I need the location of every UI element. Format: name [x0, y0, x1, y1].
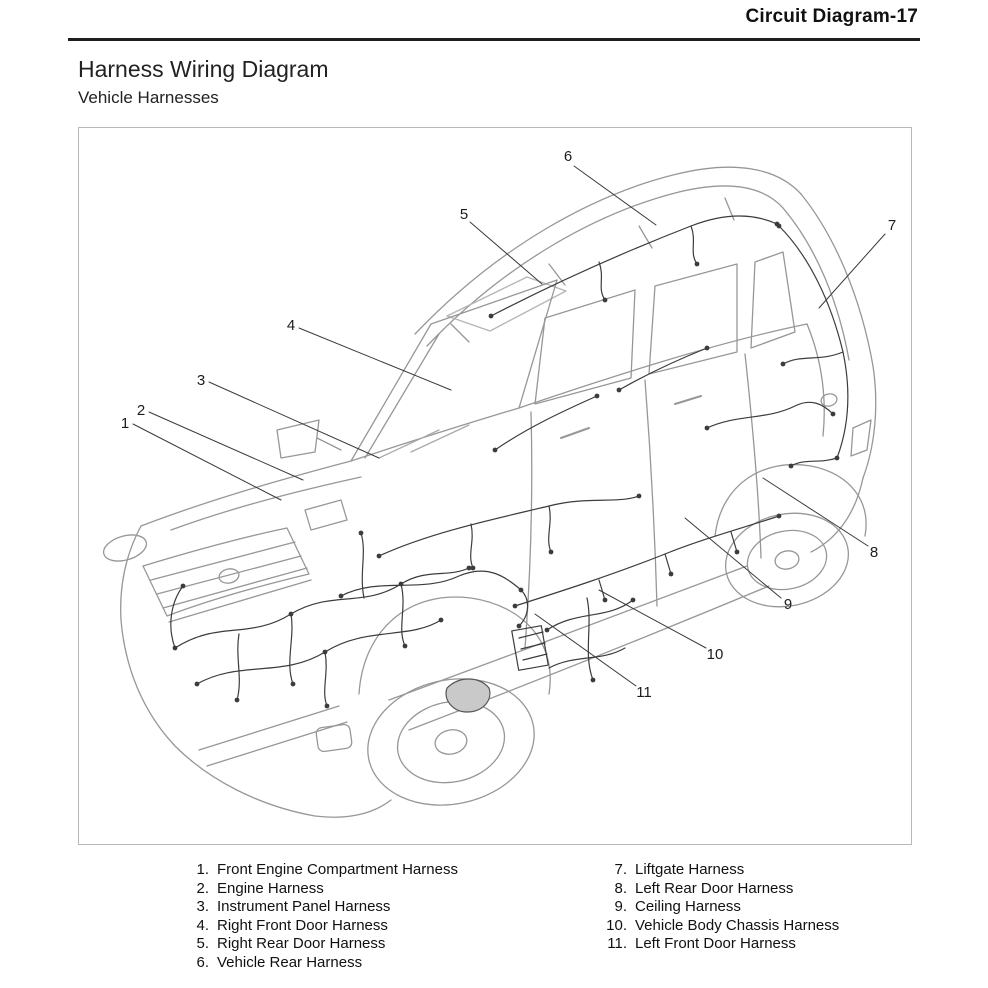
legend-item: 11. Left Front Door Harness	[601, 935, 961, 954]
legend-item-number: 9.	[614, 898, 627, 916]
legend-item-number: 3.	[196, 898, 209, 916]
callout-number-5: 5	[460, 206, 468, 223]
callout-number-1: 1	[121, 415, 129, 432]
legend-item-number: 5.	[196, 935, 209, 953]
legend-item-label: Right Rear Door Harness	[217, 935, 386, 953]
callout-number-10: 10	[707, 646, 724, 663]
legend-column-right: 7. Liftgate Harness 8. Left Rear Door Ha…	[601, 861, 961, 954]
legend-item: 2. Engine Harness	[183, 880, 583, 899]
legend-column-left: 1. Front Engine Compartment Harness 2. E…	[183, 861, 583, 973]
page-subtitle: Vehicle Harnesses	[78, 88, 219, 107]
callout-number-2: 2	[137, 402, 145, 419]
legend-item-label: Instrument Panel Harness	[217, 898, 391, 916]
legend-item-label: Front Engine Compartment Harness	[217, 861, 458, 878]
legend-item-number: 8.	[614, 879, 627, 897]
vehicle-harness-diagram: 1 2 3 4 5 6 7 8 9 10 11	[102, 148, 896, 818]
header-divider	[68, 38, 920, 41]
legend-item-label: Right Front Door Harness	[217, 916, 388, 934]
legend-item: 1. Front Engine Compartment Harness	[183, 861, 583, 880]
legend-item-label: Engine Harness	[217, 879, 324, 897]
page-header-title: Circuit Diagram-17	[745, 6, 918, 27]
legend-item-label: Left Rear Door Harness	[635, 879, 794, 897]
callout-leaders	[132, 165, 886, 687]
legend-item: 9. Ceiling Harness	[601, 898, 961, 917]
legend-item-number: 10.	[606, 916, 627, 934]
legend-item: 4. Right Front Door Harness	[183, 917, 583, 936]
legend-item: 10. Vehicle Body Chassis Harness	[601, 917, 961, 936]
callout-number-3: 3	[197, 372, 205, 389]
legend-item-number: 7.	[614, 861, 627, 878]
harness-connector-dots	[172, 221, 840, 709]
callout-number-11: 11	[636, 684, 652, 701]
legend-item-label: Vehicle Rear Harness	[217, 953, 363, 971]
legend-item: 7. Liftgate Harness	[601, 861, 961, 880]
legend-item-number: 1.	[196, 861, 209, 878]
car-outline-drawing	[102, 166, 877, 818]
callout-number-4: 4	[287, 317, 295, 334]
harness-diagram-frame: 1 2 3 4 5 6 7 8 9 10 11	[78, 127, 912, 845]
legend-item: 6. Vehicle Rear Harness	[183, 954, 583, 973]
harness-wiring-lines	[170, 215, 849, 713]
legend-item-number: 6.	[196, 953, 209, 971]
legend-item: 5. Right Rear Door Harness	[183, 935, 583, 954]
legend-item: 8. Left Rear Door Harness	[601, 880, 961, 899]
page-title: Harness Wiring Diagram	[78, 56, 329, 82]
legend-item: 3. Instrument Panel Harness	[183, 898, 583, 917]
legend-item-number: 2.	[196, 879, 209, 897]
callout-numbers: 1 2 3 4 5 6 7 8 9 10 11	[121, 148, 896, 701]
callout-number-7: 7	[888, 217, 896, 234]
legend-item-label: Ceiling Harness	[635, 898, 741, 916]
legend-item-label: Left Front Door Harness	[635, 935, 796, 953]
legend-item-label: Vehicle Body Chassis Harness	[635, 916, 840, 934]
legend-item-label: Liftgate Harness	[635, 861, 745, 878]
callout-number-6: 6	[564, 148, 572, 165]
legend-item-number: 11.	[607, 935, 627, 953]
callout-number-9: 9	[784, 596, 792, 613]
callout-number-8: 8	[870, 544, 878, 561]
legend-item-number: 4.	[196, 916, 209, 934]
